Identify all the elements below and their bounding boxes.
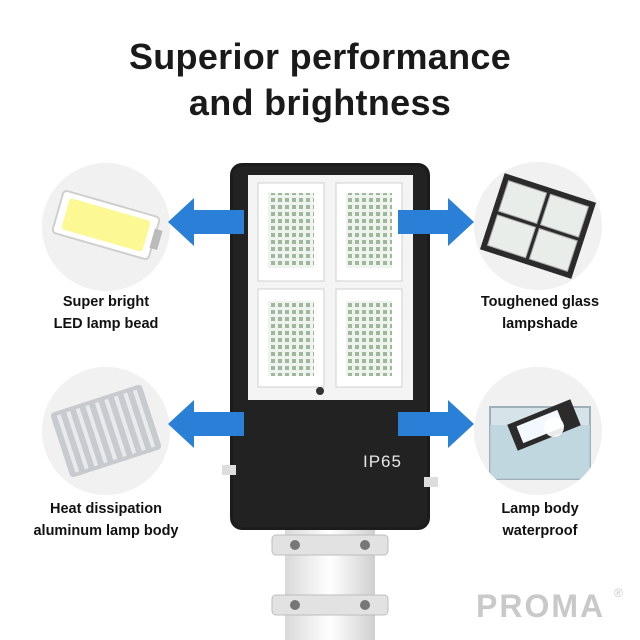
brand-logo: PROMA (476, 588, 606, 624)
registered-mark: ® (614, 586, 623, 600)
led-chip-icon (42, 163, 170, 291)
arrow-left-icon (168, 198, 244, 246)
feature-caption: Heat dissipation aluminum lamp body (6, 498, 206, 542)
feature-caption-line-2: waterproof (502, 523, 578, 539)
headline-line-2: and brightness (188, 82, 452, 123)
glass-lampshade-icon (474, 162, 602, 290)
street-lamp-icon (222, 163, 438, 640)
feature-caption-line-1: Heat dissipation (50, 501, 162, 517)
arrow-left-icon (168, 400, 244, 448)
ip-rating-label: IP65 (363, 452, 402, 471)
feature-caption: Super bright LED lamp bead (6, 291, 206, 335)
waterproof-lamp-icon (474, 367, 602, 495)
feature-caption-line-2: lampshade (502, 316, 578, 332)
headline: Superior performance and brightness (0, 34, 640, 126)
feature-caption: Toughened glass lampshade (440, 291, 640, 335)
feature-caption-line-1: Super bright (62, 294, 150, 310)
feature-caption-line-2: LED lamp bead (53, 316, 159, 332)
feature-caption-line-1: Lamp body (501, 501, 579, 517)
street-lamp-image (200, 155, 460, 640)
arrow-right-icon (398, 198, 474, 246)
heat-sink-icon (42, 367, 170, 495)
feature-caption: Lamp body waterproof (440, 498, 640, 542)
headline-line-1: Superior performance (128, 36, 512, 77)
feature-caption-line-2: aluminum lamp body (33, 523, 179, 539)
arrow-right-icon (398, 400, 474, 448)
feature-caption-line-1: Toughened glass (480, 294, 600, 310)
